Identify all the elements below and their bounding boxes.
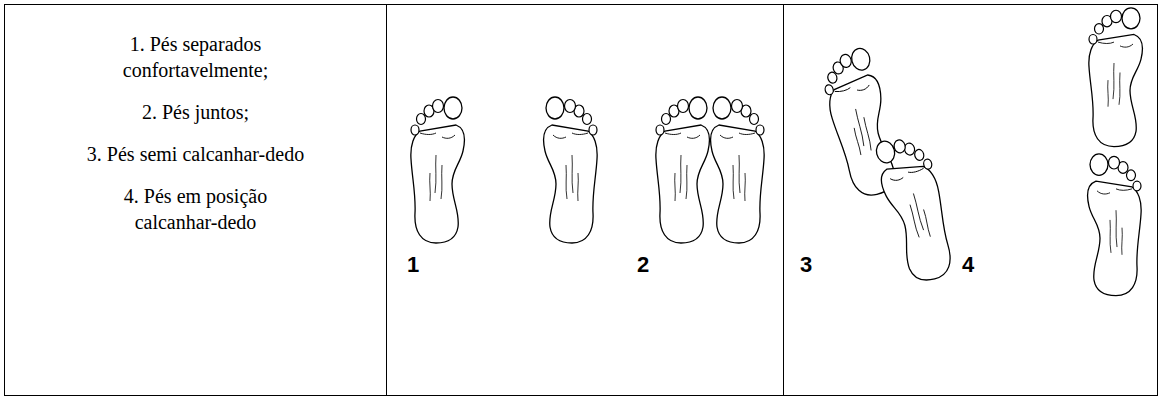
list-item: 3. Pés semi calcanhar-dedo — [85, 141, 307, 167]
list-item: 1. Pés separados confortavelmente; — [85, 31, 307, 83]
right-foot — [711, 97, 764, 243]
list-item: 2. Pés juntos; — [85, 99, 307, 125]
table-cell: 12 — [386, 4, 784, 396]
right-foot — [544, 97, 597, 243]
list-item: 4. Pés em posição calcanhar-dedo — [85, 183, 307, 235]
callout-number: 1 — [407, 253, 419, 277]
callout-number: 2 — [637, 253, 649, 277]
left-foot — [1089, 8, 1142, 147]
table-cell: 1. Pés separados confortavelmente; 2. Pés… — [4, 4, 387, 396]
instruction-list: 1. Pés separados confortavelmente; 2. Pés… — [85, 31, 307, 235]
table-cell: 34 — [783, 4, 1158, 396]
left-foot — [411, 97, 464, 243]
callout-number: 3 — [800, 253, 812, 277]
right-foot — [1088, 154, 1141, 296]
right-foot — [872, 131, 959, 286]
left-foot — [656, 97, 709, 243]
callout-number: 4 — [962, 253, 974, 277]
